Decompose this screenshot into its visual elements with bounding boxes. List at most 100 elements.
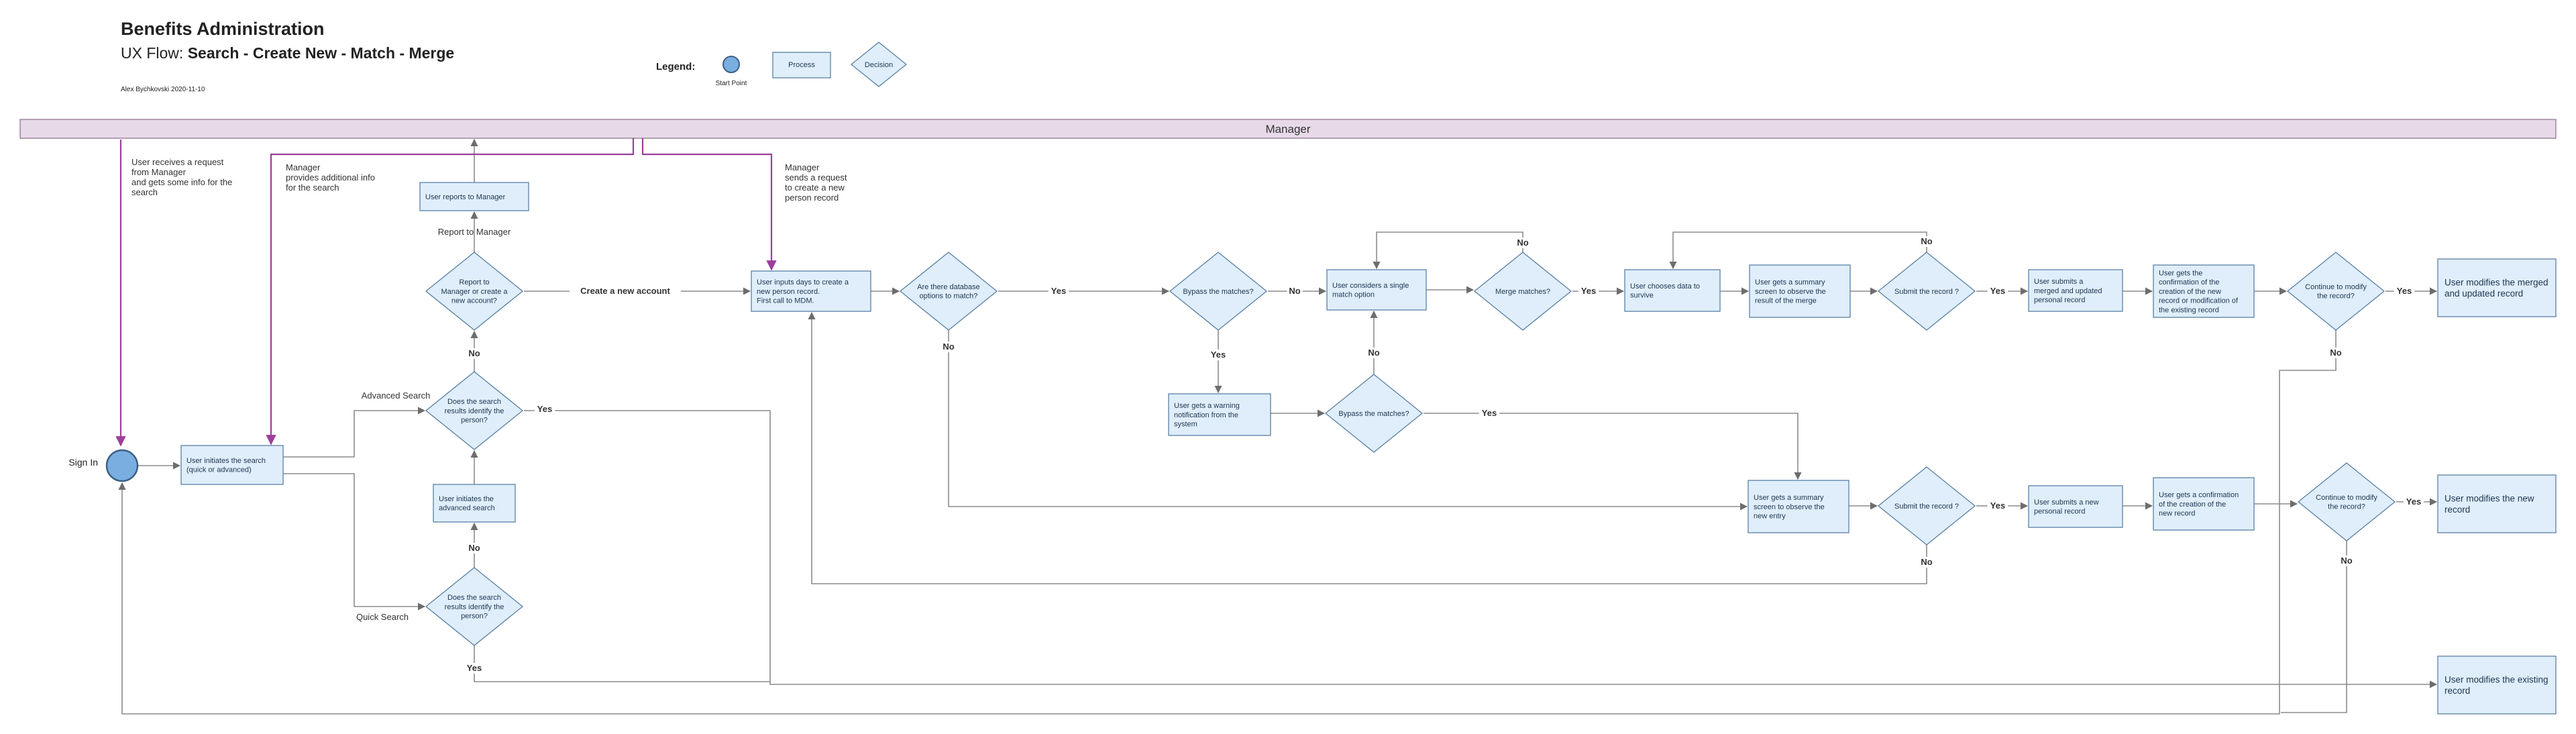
edge-label-bg xyxy=(466,348,482,359)
process-box xyxy=(1624,269,1721,312)
edge-label-bg xyxy=(1479,408,1500,419)
edge-label-no-continue1: No xyxy=(2330,348,2341,358)
process-text: User initiates the search(quick or advan… xyxy=(186,457,266,474)
edge-label-yes-merge: Yes xyxy=(1581,286,1596,296)
edge-label-bg xyxy=(1919,557,1935,568)
legend-decision-diamond xyxy=(850,42,908,87)
decision-submit2[interactable]: Submit the record ? xyxy=(1877,466,1976,545)
legend-start-circle xyxy=(722,56,740,73)
subtitle-prefix: UX Flow: xyxy=(121,44,188,62)
legend-title: Legend: xyxy=(656,61,695,72)
process-initiate[interactable]: User initiates the search(quick or advan… xyxy=(180,445,284,485)
edge-label-bg xyxy=(1287,286,1303,297)
decision-bypass1[interactable]: Bypass the matches? xyxy=(1169,252,1268,331)
decision-text: Submit the record ? xyxy=(1894,503,1959,511)
edge-label-no-submit2: No xyxy=(1921,557,1932,567)
decision-submit1[interactable]: Submit the record ? xyxy=(1877,252,1976,331)
edge-label-yes-db: Yes xyxy=(1051,286,1066,296)
process-box xyxy=(419,182,529,211)
sign-in-label: Sign In xyxy=(68,457,98,468)
decision-diamond xyxy=(425,567,524,646)
legend: Legend: Start Point Process Decision xyxy=(656,42,908,87)
process-box xyxy=(2028,485,2123,528)
decision-diamond xyxy=(1473,252,1572,331)
edge-label-bg xyxy=(1578,286,1599,297)
start-point-circle[interactable] xyxy=(105,449,139,482)
edge-label-bg xyxy=(534,404,555,415)
edge-label-yes-continue1: Yes xyxy=(2397,286,2412,296)
decision-merge[interactable]: Merge matches? xyxy=(1473,252,1572,331)
edge-label-bg xyxy=(464,663,485,674)
edge-label-bg xyxy=(1208,350,1229,360)
manager-swimlane xyxy=(19,119,2557,139)
decision-diamond xyxy=(899,252,998,331)
edge-label-no-report: No xyxy=(468,348,480,358)
edge-label-bg xyxy=(2339,556,2355,566)
legend-process-box xyxy=(772,52,831,78)
edge-label-yes-submit2: Yes xyxy=(1990,501,2005,511)
edge-label-no-bypass2: No xyxy=(1368,348,1379,358)
process-reports[interactable]: User reports to Manager xyxy=(419,182,529,211)
decision-bypass2[interactable]: Bypass the matches? xyxy=(1324,374,1424,453)
edge-submit1-no-loop xyxy=(1669,231,1927,270)
edge-manager-inputs xyxy=(641,138,777,271)
edge-bypass2-summary xyxy=(1424,413,1802,480)
edge-label-yes-continue2: Yes xyxy=(2406,496,2421,507)
edge-label-report-to-manager: Report to Manager xyxy=(438,227,511,237)
edge-label-bg xyxy=(1987,286,2008,297)
edge-label-bg xyxy=(1048,286,1069,297)
edge-label-quick-search: Quick Search xyxy=(356,612,409,622)
decision-diamond xyxy=(1877,252,1976,331)
legend-start-label: Start Point xyxy=(716,80,747,87)
process-box xyxy=(2153,477,2255,531)
decision-diamond xyxy=(1877,466,1976,545)
decision-text: Submit the record ? xyxy=(1894,288,1959,296)
edge-label-no-db: No xyxy=(943,342,954,352)
edge-label-no-bypass1: No xyxy=(1289,286,1300,296)
decision-diamond xyxy=(1324,374,1424,453)
decision-text: Bypass the matches? xyxy=(1183,288,1253,296)
diagram-author: Alex Bychkovski 2020-11-10 xyxy=(121,86,205,93)
edge-label-no-quick: No xyxy=(468,543,480,553)
edge-adv-yes-final xyxy=(524,410,2438,688)
decision-diamond xyxy=(2297,462,2396,541)
process-box xyxy=(2437,258,2557,317)
process-box xyxy=(1749,264,1851,318)
edge-label-bg xyxy=(466,543,482,554)
edge-label-no-merge: No xyxy=(1517,238,1528,248)
edge-db-no xyxy=(948,330,1748,511)
process-box xyxy=(2437,656,2557,715)
edge-label-bg xyxy=(941,342,957,352)
edge-merge-no-loop xyxy=(1373,231,1523,270)
edge-label-yes-adv: Yes xyxy=(537,404,552,414)
process-text: User reports to Manager xyxy=(425,193,506,201)
